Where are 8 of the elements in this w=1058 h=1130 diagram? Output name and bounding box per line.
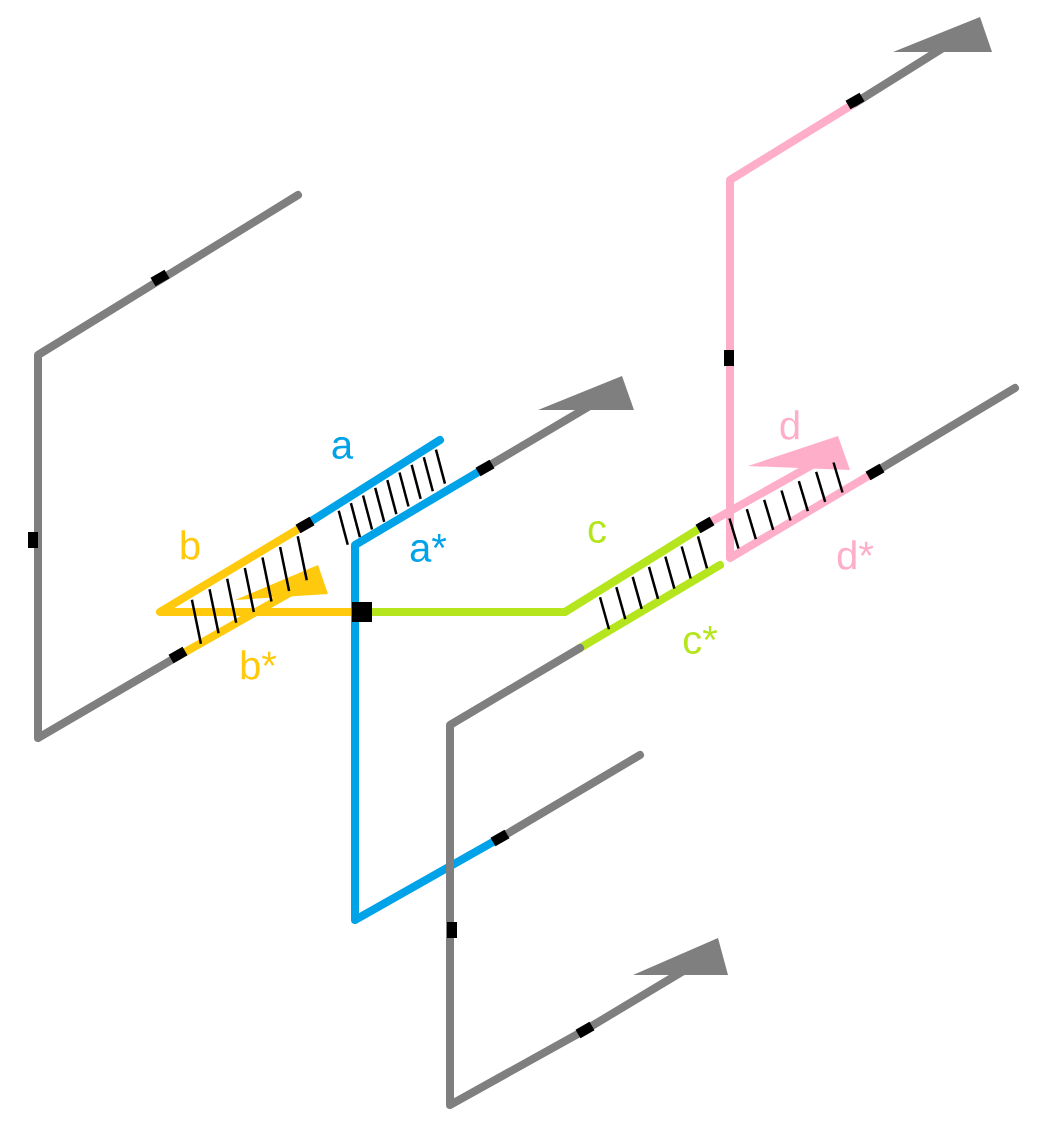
domain-label: d [780, 410, 799, 440]
domain-label: b* [241, 650, 277, 680]
domain-label: b [181, 530, 200, 560]
domain-label: a* [410, 534, 447, 562]
domain-label: c* [683, 626, 718, 654]
domain-label: a [332, 437, 354, 459]
domain-label: d* [837, 540, 874, 570]
domain-label: c [588, 521, 606, 543]
